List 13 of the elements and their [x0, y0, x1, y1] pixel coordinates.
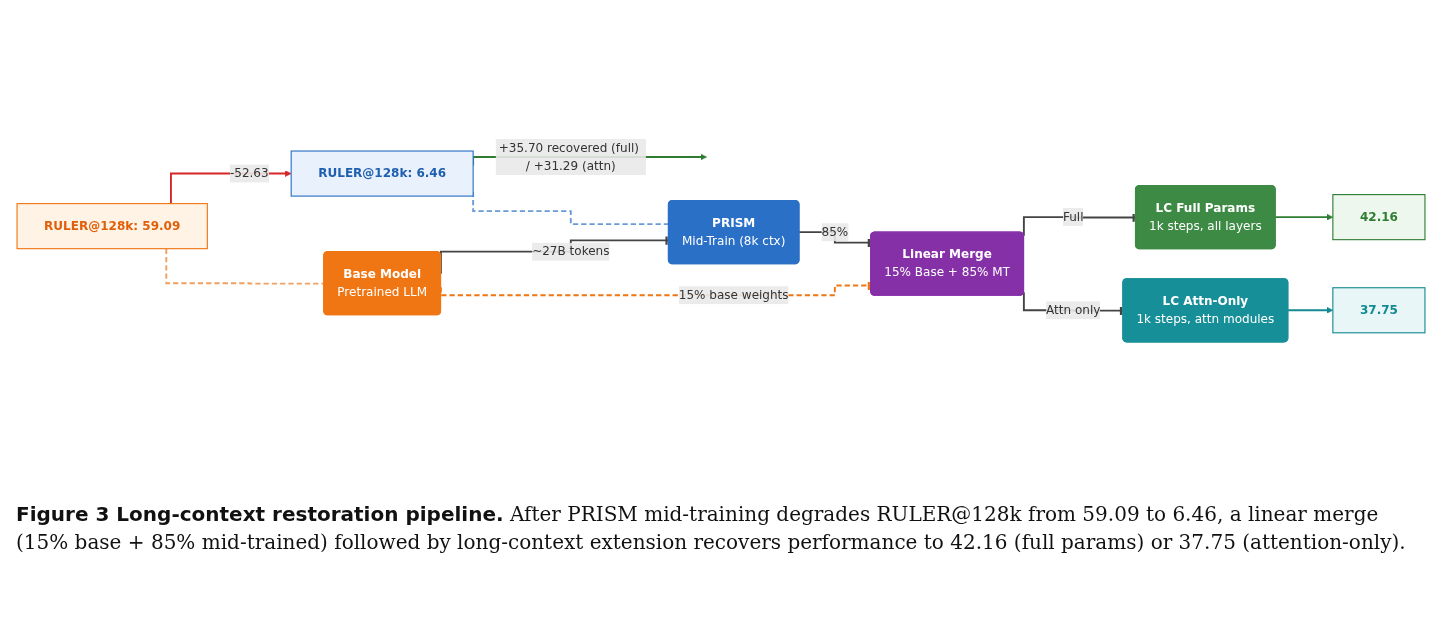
figure-caption: Figure 3 Long-context restoration pipeline. After PRISM mid-training degrades RULER@128k from 59.09 to 6.46, a linear merge (15% base + 85% mid-trained) followed by long-context extension recovers performance to 42.16 (full params) or 37.75 (attention-only). — [16, 501, 1407, 556]
edge-label: ~27B tokens — [532, 243, 610, 259]
node-box: RULER@128k: 6.46 — [290, 150, 474, 197]
edge-label: +35.70 recovered (full) / +31.29 (attn) — [498, 140, 640, 173]
edge-label: 15% base weights — [678, 287, 789, 302]
node-box: 37.75 — [1332, 286, 1426, 333]
edge-label: Full — [1062, 209, 1084, 224]
node-box: 42.16 — [1332, 193, 1426, 240]
edge-label: 85% — [821, 224, 849, 239]
edge-label: -52.63 — [229, 165, 269, 180]
connector — [165, 247, 326, 285]
node-box: RULER@128k: 59.09 — [16, 202, 208, 249]
edge-label: Attn only — [1046, 302, 1101, 317]
